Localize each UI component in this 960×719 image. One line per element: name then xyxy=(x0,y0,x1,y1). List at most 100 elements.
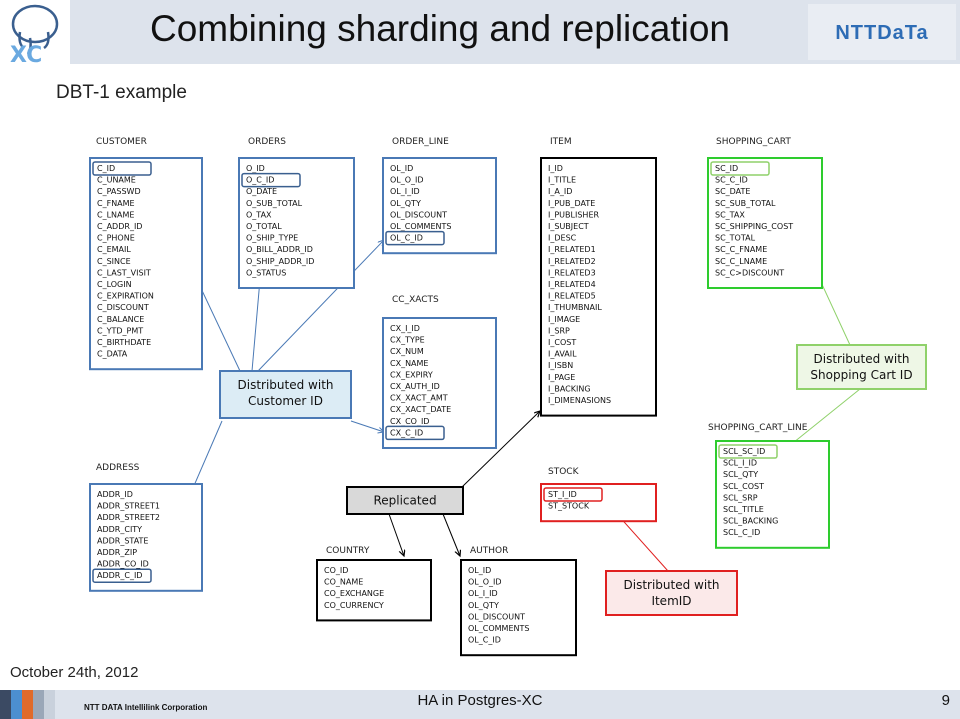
connector-replicated-item xyxy=(461,411,540,488)
table-field: I_PUBLISHER xyxy=(548,210,599,219)
table-field: C_ADDR_ID xyxy=(97,222,142,231)
table-field: OL_I_ID xyxy=(468,589,498,598)
callout-box xyxy=(796,344,927,390)
table-box xyxy=(540,157,657,417)
callout-text: Distributed with xyxy=(238,378,334,392)
table-field: C_ID xyxy=(97,164,115,173)
table-field: I_IMAGE xyxy=(548,315,580,324)
table-field: I_ISBN xyxy=(548,361,573,370)
callout-box xyxy=(346,486,464,515)
table-field: ADDR_ZIP xyxy=(97,548,137,557)
table-field: CX_I_ID xyxy=(390,324,420,333)
table-field: O_SHIP_TYPE xyxy=(246,234,298,243)
table-label: ORDERS xyxy=(248,137,286,147)
table-label: CC_XACTS xyxy=(392,295,439,305)
callout-text: Customer ID xyxy=(248,394,323,408)
table-field: I_COST xyxy=(548,338,576,347)
table-item: ITEMI_IDI_TITLEI_A_IDI_PUB_DATEI_PUBLISH… xyxy=(540,137,657,417)
table-label: AUTHOR xyxy=(470,546,508,556)
table-field: ST_STOCK xyxy=(548,502,590,511)
table-field: SC_SHIPPING_COST xyxy=(715,222,793,231)
callout-box xyxy=(219,370,352,419)
table-field: CX_TYPE xyxy=(390,336,425,345)
table-box xyxy=(382,157,497,255)
table-field: CO_EXCHANGE xyxy=(324,589,384,598)
callout-text: Distributed with xyxy=(814,352,910,366)
connector-orderline-ol-c-id xyxy=(257,240,384,372)
table-field: CO_NAME xyxy=(324,578,363,587)
table-field: C_BALANCE xyxy=(97,315,144,324)
table-field: O_C_ID xyxy=(246,176,274,185)
table-field: ADDR_CITY xyxy=(97,525,142,534)
callout-box xyxy=(605,570,738,616)
table-field: O_BILL_ADDR_ID xyxy=(246,245,313,254)
table-field: SC_C>DISCOUNT xyxy=(715,268,784,277)
table-field: O_SHIP_ADDR_ID xyxy=(246,257,314,266)
table-field: OL_C_ID xyxy=(390,234,423,243)
table-orders: ORDERSO_IDO_C_IDO_DATEO_SUB_TOTALO_TAXO_… xyxy=(238,137,355,289)
table-field: SCL_COST xyxy=(723,482,764,491)
table-label: CUSTOMER xyxy=(96,137,147,147)
table-field: ADDR_STREET2 xyxy=(97,513,160,522)
table-field: O_ID xyxy=(246,164,265,173)
table-field: OL_COMMENTS xyxy=(468,624,529,633)
table-country: COUNTRYCO_IDCO_NAMECO_EXCHANGECO_CURRENC… xyxy=(316,546,432,622)
table-field: CX_XACT_DATE xyxy=(390,405,451,414)
table-field: C_UNAME xyxy=(97,176,136,185)
table-field: C_LAST_VISIT xyxy=(97,268,151,277)
table-field: SC_TAX xyxy=(715,210,745,219)
key-field-highlight xyxy=(92,161,152,176)
table-field: I_SUBJECT xyxy=(548,222,589,231)
table-field: I_THUMBNAIL xyxy=(548,303,602,312)
table-field: CX_NAME xyxy=(390,359,428,368)
table-field: C_LNAME xyxy=(97,210,134,219)
table-field: I_DIMENASIONS xyxy=(548,396,611,405)
table-field: I_PAGE xyxy=(548,373,575,382)
table-field: C_EMAIL xyxy=(97,245,131,254)
table-field: SCL_QTY xyxy=(723,470,758,479)
table-field: SCL_C_ID xyxy=(723,528,760,537)
table-field: ADDR_CO_ID xyxy=(97,560,149,569)
table-field: OL_QTY xyxy=(390,199,421,208)
stripe xyxy=(44,690,55,719)
connector-replicated-country xyxy=(388,513,404,556)
table-box xyxy=(89,483,203,592)
table-label: SHOPPING_CART_LINE xyxy=(708,423,808,433)
table-label: STOCK xyxy=(548,467,580,477)
table-field: O_TAX xyxy=(246,210,272,219)
callout-text: Shopping Cart ID xyxy=(810,368,912,382)
table-box xyxy=(460,559,577,657)
table-field: C_DISCOUNT xyxy=(97,303,149,312)
table-field: OL_C_ID xyxy=(468,636,501,645)
table-field: CO_CURRENCY xyxy=(324,601,384,610)
table-field: I_TITLE xyxy=(548,176,576,185)
table-address: ADDRESSADDR_IDADDR_STREET1ADDR_STREET2AD… xyxy=(89,463,203,592)
table-box xyxy=(316,559,432,622)
table-field: O_TOTAL xyxy=(246,222,282,231)
footer-title: HA in Postgres-XC xyxy=(417,692,543,709)
callout-text: Distributed with xyxy=(624,578,720,592)
table-box xyxy=(238,157,355,289)
table-label: SHOPPING_CART xyxy=(716,137,791,147)
key-field-highlight xyxy=(543,487,603,502)
stripe xyxy=(33,690,44,719)
table-field: I_AVAIL xyxy=(548,350,577,359)
connector-replicated-author xyxy=(442,513,460,556)
table-field: I_DESC xyxy=(548,234,577,243)
table-field: SC_TOTAL xyxy=(715,234,756,243)
postgres-xc-elephant-logo: XC xyxy=(10,4,59,64)
table-field: CX_NUM xyxy=(390,347,424,356)
table-field: SCL_I_ID xyxy=(723,459,757,468)
table-field: O_SUB_TOTAL xyxy=(246,199,303,208)
table-label: ITEM xyxy=(550,137,572,147)
table-shopping_cart: SHOPPING_CARTSC_IDSC_C_IDSC_DATESC_SUB_T… xyxy=(707,137,823,289)
table-field: I_RELATED5 xyxy=(548,292,596,301)
table-field: CX_CO_ID xyxy=(390,417,429,426)
stripe xyxy=(22,690,33,719)
table-field: C_PASSWD xyxy=(97,187,141,196)
footer-corporation: NTT DATA Intellilink Corporation xyxy=(84,703,208,712)
